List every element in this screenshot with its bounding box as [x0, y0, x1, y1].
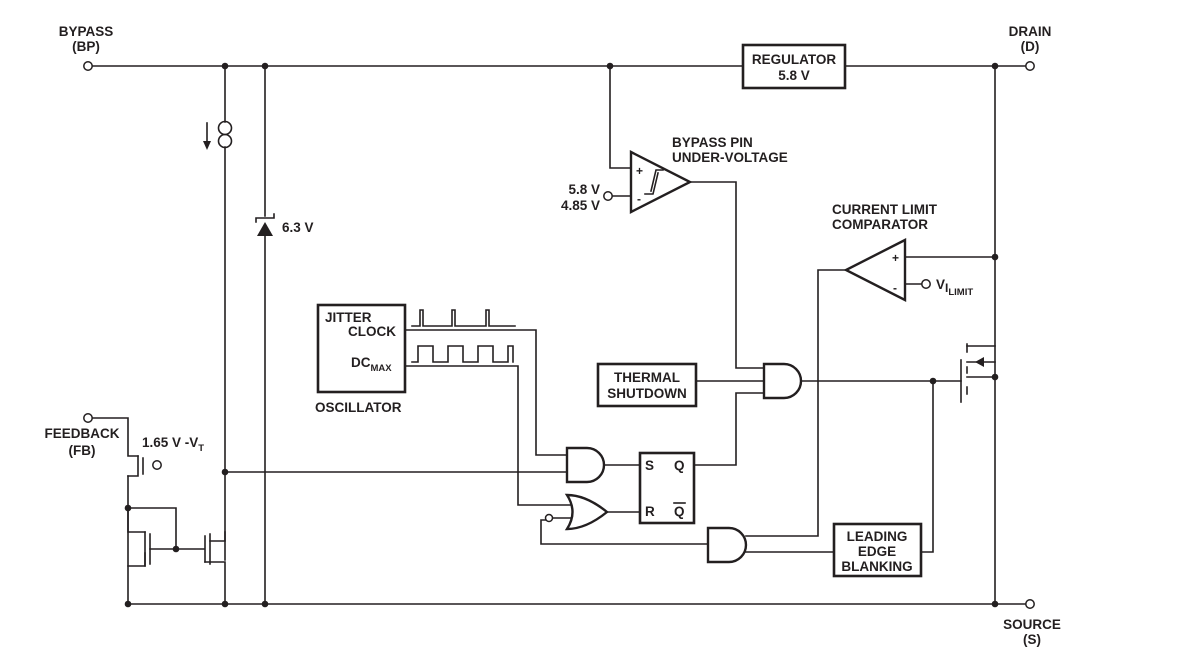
or-gate-reset-icon: [564, 493, 609, 531]
cl-title-2: COMPARATOR: [832, 217, 928, 232]
cl-minus: -: [893, 281, 897, 295]
regulator-label: REGULATOR: [752, 52, 837, 67]
bypass-pin-name: BYPASS: [59, 24, 114, 39]
uv-comparator-icon: [629, 150, 693, 214]
source-pin-name: SOURCE: [1003, 617, 1061, 632]
thermal-label-1: THERMAL: [614, 370, 680, 385]
terminals: [83, 61, 1035, 609]
leb-label-2: EDGE: [858, 544, 896, 559]
thermal-shutdown-block: [596, 362, 698, 408]
ff-s: S: [645, 458, 654, 473]
drain-terminal: [1025, 61, 1035, 71]
ff-r: R: [645, 504, 655, 519]
and-gate-blanking-icon: [706, 526, 748, 564]
leb-label-1: LEADING: [847, 529, 908, 544]
feedback-pin-name: FEEDBACK: [44, 426, 119, 441]
oscillator-dcmax: DCMAX: [351, 355, 392, 374]
regulator-voltage: 5.8 V: [778, 68, 810, 83]
feedback-pin-abbr: (FB): [69, 443, 96, 458]
zener-label: 6.3 V: [282, 220, 314, 235]
fb-ref-terminal: [152, 460, 162, 470]
bypass-pin-abbr: (BP): [72, 39, 100, 54]
fb-ref-label: 1.65 V -VT: [142, 435, 204, 454]
dcmax-waveform-icon: [411, 345, 514, 363]
cl-title-1: CURRENT LIMIT: [832, 202, 938, 217]
sr-flip-flop-block: [638, 451, 696, 525]
junctions: [124, 62, 999, 608]
clock-pulse-waveform-icon: [411, 309, 516, 327]
regulator-block: [741, 43, 847, 90]
zener-diode-icon: [255, 213, 275, 236]
leb-label-3: BLANKING: [841, 559, 912, 574]
oscillator-block: [316, 303, 407, 394]
uv-title-2: UNDER-VOLTAGE: [672, 150, 788, 165]
cl-plus: +: [892, 251, 899, 265]
vlimit-terminal: [921, 279, 931, 289]
hysteresis-icon: [644, 169, 664, 195]
uv-ref-2: 4.85 V: [561, 198, 600, 213]
oscillator-clock: CLOCK: [348, 324, 396, 339]
uv-plus: +: [636, 164, 643, 178]
drain-pin-name: DRAIN: [1009, 24, 1052, 39]
current-limit-comparator-icon: [843, 238, 907, 302]
current-source-icon: [203, 120, 233, 150]
uv-minus: -: [637, 192, 641, 206]
mosfet-arrow-icon: [975, 357, 984, 367]
or-inverting-bubble: [544, 513, 554, 523]
drain-pin-abbr: (D): [1021, 39, 1040, 54]
ff-qbar: Q: [674, 504, 685, 519]
uv-title-1: BYPASS PIN: [672, 135, 753, 150]
feedback-terminal: [83, 413, 93, 423]
thermal-label-2: SHUTDOWN: [607, 386, 687, 401]
and-gate-driver-icon: [762, 362, 803, 400]
source-pin-abbr: (S): [1023, 632, 1041, 647]
oscillator-name: OSCILLATOR: [315, 400, 402, 415]
oscillator-jitter: JITTER: [325, 310, 372, 325]
source-terminal: [1025, 599, 1035, 609]
uv-ref-1: 5.8 V: [568, 182, 600, 197]
and-gate-set-icon: [565, 446, 606, 484]
ff-q: Q: [674, 458, 685, 473]
bypass-terminal: [83, 61, 93, 71]
uv-ref-terminal: [603, 191, 613, 201]
vlimit-label: VILIMIT: [936, 277, 973, 298]
leading-edge-blanking-block: [832, 522, 923, 578]
